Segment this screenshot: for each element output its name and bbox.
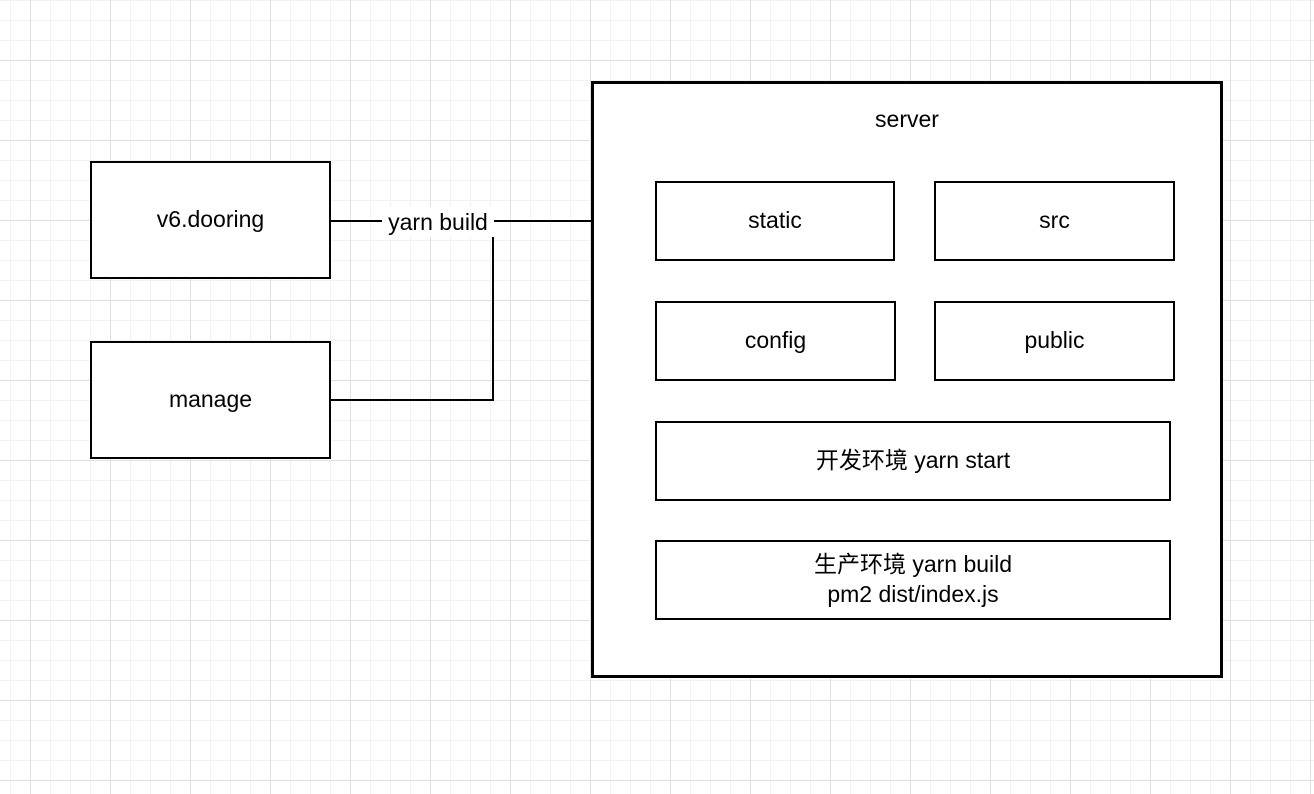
node-server[interactable]: server static src config public 开发环境 yar…: [591, 81, 1223, 678]
node-prod-env[interactable]: 生产环境 yarn build pm2 dist/index.js: [655, 540, 1171, 620]
node-v6-dooring[interactable]: v6.dooring: [90, 161, 331, 279]
node-dev-env[interactable]: 开发环境 yarn start: [655, 421, 1171, 501]
node-public-label: public: [1024, 327, 1085, 354]
edge-label-yarn-build: yarn build: [382, 207, 494, 237]
node-static-label: static: [748, 207, 802, 234]
node-prod-env-label-line2: pm2 dist/index.js: [827, 581, 999, 607]
edge-manage-to-build-line: [331, 220, 494, 401]
node-prod-env-label-line1: 生产环境 yarn build: [813, 551, 1013, 578]
node-manage[interactable]: manage: [90, 341, 331, 459]
node-static[interactable]: static: [655, 181, 895, 261]
node-v6-dooring-label: v6.dooring: [156, 206, 265, 233]
node-public[interactable]: public: [934, 301, 1175, 381]
node-src[interactable]: src: [934, 181, 1175, 261]
node-dev-env-label: 开发环境 yarn start: [815, 447, 1011, 474]
node-config[interactable]: config: [655, 301, 896, 381]
node-manage-label: manage: [168, 386, 253, 413]
node-config-label: config: [744, 327, 807, 354]
node-server-label: server: [875, 106, 939, 132]
node-src-label: src: [1039, 207, 1070, 234]
